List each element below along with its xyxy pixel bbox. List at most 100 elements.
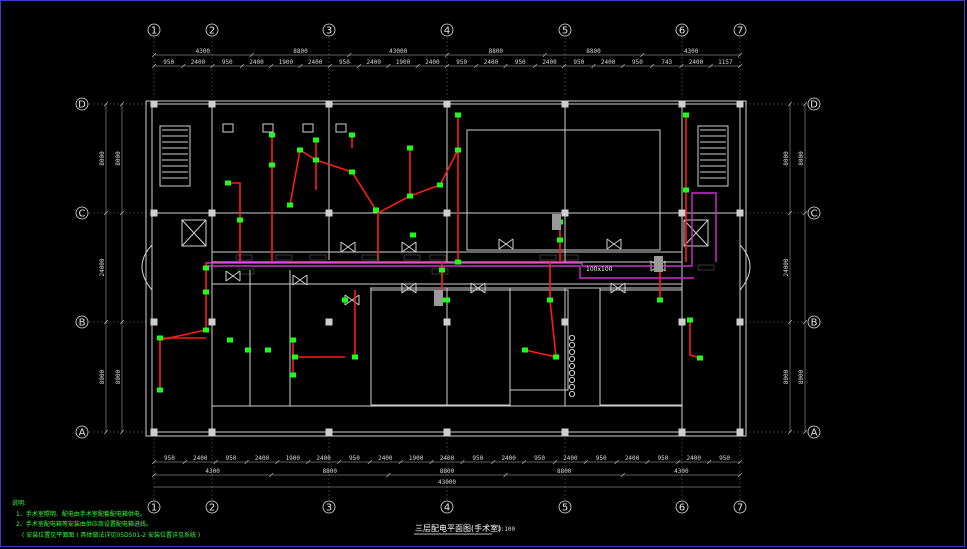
dim-text: 24000 bbox=[783, 258, 790, 276]
axis-bubble-4 bbox=[440, 23, 454, 37]
dim-tick bbox=[119, 210, 125, 216]
drawing-scale: 1:100 bbox=[497, 526, 515, 533]
room-or-6 bbox=[509, 289, 569, 391]
cable-tray bbox=[206, 192, 717, 279]
dim-text: 2400 bbox=[193, 455, 208, 462]
device-marker bbox=[439, 267, 445, 273]
door-symbol bbox=[340, 241, 356, 253]
device-marker bbox=[455, 259, 461, 265]
dim-text: 950 bbox=[456, 59, 467, 66]
dim-tick bbox=[249, 52, 254, 58]
column bbox=[443, 100, 451, 108]
dim-text: 8800 bbox=[489, 48, 504, 55]
dim-tick bbox=[474, 63, 479, 69]
device-marker bbox=[157, 387, 163, 393]
column bbox=[561, 209, 569, 217]
dim-text: 1157 bbox=[718, 59, 733, 66]
axis-bubble-C bbox=[75, 206, 89, 220]
dim-text: 24000 bbox=[99, 258, 106, 276]
axis-bubble-5 bbox=[558, 500, 572, 514]
dim-tick bbox=[640, 52, 645, 58]
axis-label-6: 6 bbox=[679, 503, 685, 514]
bay-left bbox=[141, 244, 153, 291]
dim-tick bbox=[552, 459, 558, 465]
door-symbol bbox=[610, 282, 626, 294]
distribution-panel bbox=[552, 214, 561, 230]
device-marker bbox=[349, 132, 355, 138]
dim-tick bbox=[802, 429, 808, 435]
dim-tick bbox=[706, 459, 712, 465]
dim-tick bbox=[591, 63, 596, 69]
column bbox=[443, 318, 451, 326]
axis-label-2: 2 bbox=[209, 503, 215, 514]
axis-label-3: 3 bbox=[326, 503, 332, 514]
circuit-tag bbox=[309, 254, 327, 261]
device-marker bbox=[269, 162, 275, 168]
device-marker bbox=[313, 157, 319, 163]
axis-label-4: 4 bbox=[444, 503, 450, 514]
room-or-4 bbox=[446, 289, 511, 406]
dim-tick bbox=[787, 319, 793, 325]
axis-label-A: A bbox=[811, 428, 818, 439]
circuit-tag bbox=[697, 264, 715, 271]
device-marker bbox=[455, 112, 461, 118]
elevator-x bbox=[683, 219, 709, 247]
toilet-fixture bbox=[335, 123, 347, 133]
device-marker bbox=[352, 354, 358, 360]
dim-text: 950 bbox=[222, 59, 233, 66]
dim-text: 950 bbox=[657, 455, 668, 462]
dim-tick bbox=[151, 52, 157, 58]
wire-run bbox=[289, 149, 301, 206]
dim-tick bbox=[367, 459, 373, 465]
dim-tick bbox=[676, 459, 681, 465]
elevator-shaft bbox=[683, 219, 709, 247]
device-marker bbox=[407, 145, 413, 151]
axis-bubble-7 bbox=[733, 500, 747, 514]
axis-label-6: 6 bbox=[679, 26, 685, 37]
dim-tick bbox=[103, 101, 109, 107]
device-marker bbox=[297, 147, 303, 153]
dim-tick bbox=[649, 63, 655, 69]
dim-tick bbox=[415, 63, 420, 69]
toilet-fixture bbox=[262, 123, 274, 133]
electrical-devices bbox=[157, 112, 715, 393]
elevator-shaft bbox=[181, 219, 207, 247]
dim-tick bbox=[336, 459, 342, 465]
axis-label-3: 3 bbox=[326, 26, 332, 37]
device-marker bbox=[287, 202, 293, 208]
axis-bubble-6 bbox=[675, 500, 689, 514]
device-marker bbox=[455, 147, 461, 153]
dim-text: 8800 bbox=[586, 48, 601, 55]
dim-text: 2400 bbox=[255, 455, 270, 462]
dim-tick bbox=[532, 63, 538, 69]
column bbox=[736, 428, 744, 436]
wall-outer bbox=[151, 104, 741, 433]
dim-tick bbox=[460, 459, 465, 465]
fixture-circle bbox=[568, 355, 576, 363]
device-marker bbox=[290, 337, 296, 343]
cable-tray-label: 100x100 bbox=[586, 266, 613, 273]
column bbox=[325, 100, 333, 108]
column bbox=[678, 209, 686, 217]
dim-tick bbox=[268, 63, 274, 69]
dim-tick bbox=[151, 472, 157, 478]
column bbox=[150, 100, 158, 108]
wire-run bbox=[228, 182, 241, 262]
device-marker bbox=[203, 289, 209, 295]
axis-label-5: 5 bbox=[562, 503, 568, 514]
device-marker bbox=[444, 297, 450, 303]
axis-label-7: 7 bbox=[737, 503, 743, 514]
axis-label-5: 5 bbox=[562, 26, 568, 37]
device-marker bbox=[157, 335, 163, 341]
axis-bubble-B bbox=[75, 315, 89, 329]
axis-bubble-4 bbox=[440, 500, 454, 514]
device-marker bbox=[313, 137, 319, 143]
fixture-circle bbox=[568, 362, 576, 370]
tray-branch bbox=[206, 192, 717, 267]
dim-tick bbox=[119, 101, 125, 107]
dim-tick bbox=[802, 101, 808, 107]
axis-bubble-6 bbox=[675, 23, 689, 37]
dim-text: 950 bbox=[164, 455, 175, 462]
